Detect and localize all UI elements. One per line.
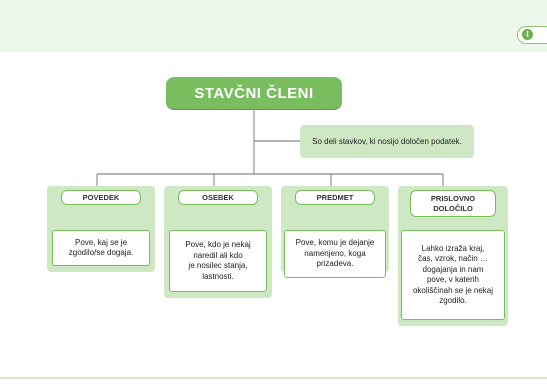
info-button[interactable]: i [517,26,547,44]
definition-prislovno-dolocilo: Lahko izraža kraj, čas, vzrok, način … d… [401,230,505,320]
header-band [0,0,547,52]
info-icon[interactable]: i [522,29,533,40]
definition-predmet: Pove, komu je dejanje namenjeno, koga pr… [284,230,386,278]
description-box: So deli stavkov, ki nosijo določen podat… [300,125,474,158]
category-label-predmet: PREDMET [295,190,375,205]
footer-divider [0,377,547,379]
definition-osebek: Pove, kdo je nekaj naredil ali kdo je no… [169,230,267,292]
diagram-title: STAVČNI ČLENI [166,77,342,109]
category-label-osebek: OSEBEK [178,190,258,205]
category-label-prislovno-dolocilo: PRISLOVNO DOLOČILO [410,190,496,217]
category-label-povedek: POVEDEK [61,190,141,205]
definition-povedek: Pove, kaj se je zgodilo/se dogaja. [52,230,150,266]
